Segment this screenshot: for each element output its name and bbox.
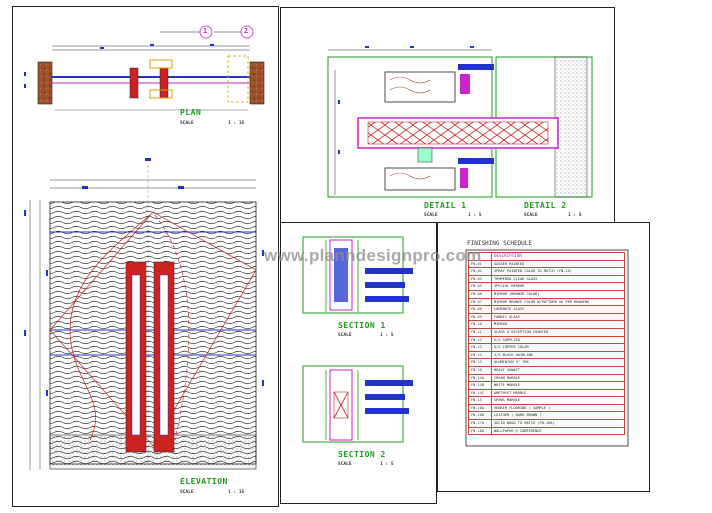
row-code: FN-16A bbox=[468, 403, 492, 413]
row-description: WALLPAPER @ CONFERENCE bbox=[491, 426, 625, 436]
detail1-title: DETAIL 1 bbox=[424, 201, 467, 210]
plan-drawing bbox=[24, 25, 265, 111]
row-description: HEAVY GOWATT bbox=[491, 365, 625, 375]
row-code: FN-05 bbox=[468, 282, 492, 291]
row-description: S/S COPPER COLOR bbox=[491, 343, 625, 352]
section1-title: SECTION 1 bbox=[338, 321, 386, 330]
detail2-scale-value: 1 : 5 bbox=[568, 213, 582, 218]
plan-callout-1: 1 bbox=[203, 27, 208, 35]
row-code: FN-15 bbox=[468, 396, 492, 405]
row-description: MIRROR BRONZE COLOR W/PATTERN AS PER DRA… bbox=[491, 297, 625, 307]
row-code: FN-06 bbox=[468, 289, 492, 299]
row-description: SPEWS MARBLE bbox=[491, 396, 625, 405]
row-description: LEATHER ( DARK BROWN ) bbox=[491, 411, 625, 421]
section2-scale-value: 1 : 5 bbox=[380, 462, 394, 467]
row-code: FN-08 bbox=[468, 305, 492, 314]
detail2-title: DETAIL 2 bbox=[524, 201, 567, 210]
row-description: CREAM MARBLE bbox=[491, 373, 625, 383]
plan-callout-2: 2 bbox=[244, 27, 249, 35]
row-code: FN-14C bbox=[468, 388, 492, 398]
section-drawing bbox=[302, 236, 413, 443]
plan-scale-label: SCALE bbox=[180, 121, 194, 126]
row-description: ALUMINIUM 3" THK. bbox=[491, 358, 625, 367]
detail1-scale-label: SCALE bbox=[424, 213, 438, 218]
row-code: FN-14A bbox=[468, 373, 492, 383]
row-code: FN-07 bbox=[468, 297, 492, 307]
row-description: MIRROR bbox=[491, 320, 625, 329]
elevation-drawing bbox=[24, 158, 264, 470]
row-code: FN-10 bbox=[468, 320, 492, 329]
row-description: GLASS @ RECEPTION COUNTER bbox=[491, 327, 625, 337]
row-code: FN-09 bbox=[468, 312, 492, 322]
row-code: FN-02 bbox=[468, 267, 492, 276]
section2-title: SECTION 2 bbox=[338, 450, 386, 459]
row-description: LAMINATE GLASS bbox=[491, 305, 625, 314]
row-code: FN-17A bbox=[468, 419, 492, 428]
finishing-schedule-title: FINISHING SCHEDULE bbox=[467, 240, 533, 247]
row-code: FN-13 bbox=[468, 343, 492, 352]
section1-scale-value: 1 : 5 bbox=[380, 333, 394, 338]
section2-scale-label: SCALE bbox=[338, 462, 352, 467]
row-description: VENEER FLOORING ( SAMPLE ) bbox=[491, 403, 625, 413]
plan-scale-value: 1 : 15 bbox=[228, 121, 245, 126]
row-description: GASSER PAINTED bbox=[491, 259, 625, 269]
plan-title: PLAN bbox=[180, 108, 202, 117]
watermark: www.planndesignpro.com bbox=[264, 246, 482, 265]
row-code: FN-11 bbox=[468, 327, 492, 337]
detail-drawing bbox=[327, 46, 593, 198]
row-description: MIRROR (BRONZE COLOR) bbox=[491, 289, 625, 299]
table-header-description: DESCRIPTION bbox=[491, 252, 625, 261]
table-header-row: DESCRIPTION bbox=[468, 252, 625, 261]
row-code: FN-14B bbox=[468, 381, 492, 390]
row-code: FN-16B bbox=[468, 411, 492, 421]
row-code: FN-16 bbox=[468, 365, 492, 375]
row-description: FABRIC GLASS bbox=[491, 312, 625, 322]
row-description: SPRAY PAINTED COLOR TO MATCH (FN-14) bbox=[491, 267, 625, 276]
row-code: FN-15 bbox=[468, 358, 492, 367]
elevation-scale-value: 1 : 15 bbox=[228, 490, 245, 495]
row-description: WHITE MARBLE bbox=[491, 381, 625, 390]
row-description: TEMPERED CLEAR GLASS bbox=[491, 274, 625, 284]
row-description: AMETHYST MARBLE bbox=[491, 388, 625, 398]
row-description: S/S BLACK HAIRLINE bbox=[491, 350, 625, 360]
detail1-scale-value: 1 : 5 bbox=[468, 213, 482, 218]
row-description: SOLID WOOD TO MATCH (FN-16A) bbox=[491, 419, 625, 428]
row-description: SPECIAL MIRROR bbox=[491, 282, 625, 291]
elevation-title: ELEVATION bbox=[180, 477, 228, 486]
row-code: FN-12 bbox=[468, 335, 492, 345]
row-description: S/S SUPPLIED bbox=[491, 335, 625, 345]
elevation-scale-label: SCALE bbox=[180, 490, 194, 495]
row-code: FN-18A bbox=[468, 426, 492, 436]
row-code: FN-03 bbox=[468, 274, 492, 284]
row-code: FN-14 bbox=[468, 350, 492, 360]
detail2-scale-label: SCALE bbox=[524, 213, 538, 218]
section1-scale-label: SCALE bbox=[338, 333, 352, 338]
